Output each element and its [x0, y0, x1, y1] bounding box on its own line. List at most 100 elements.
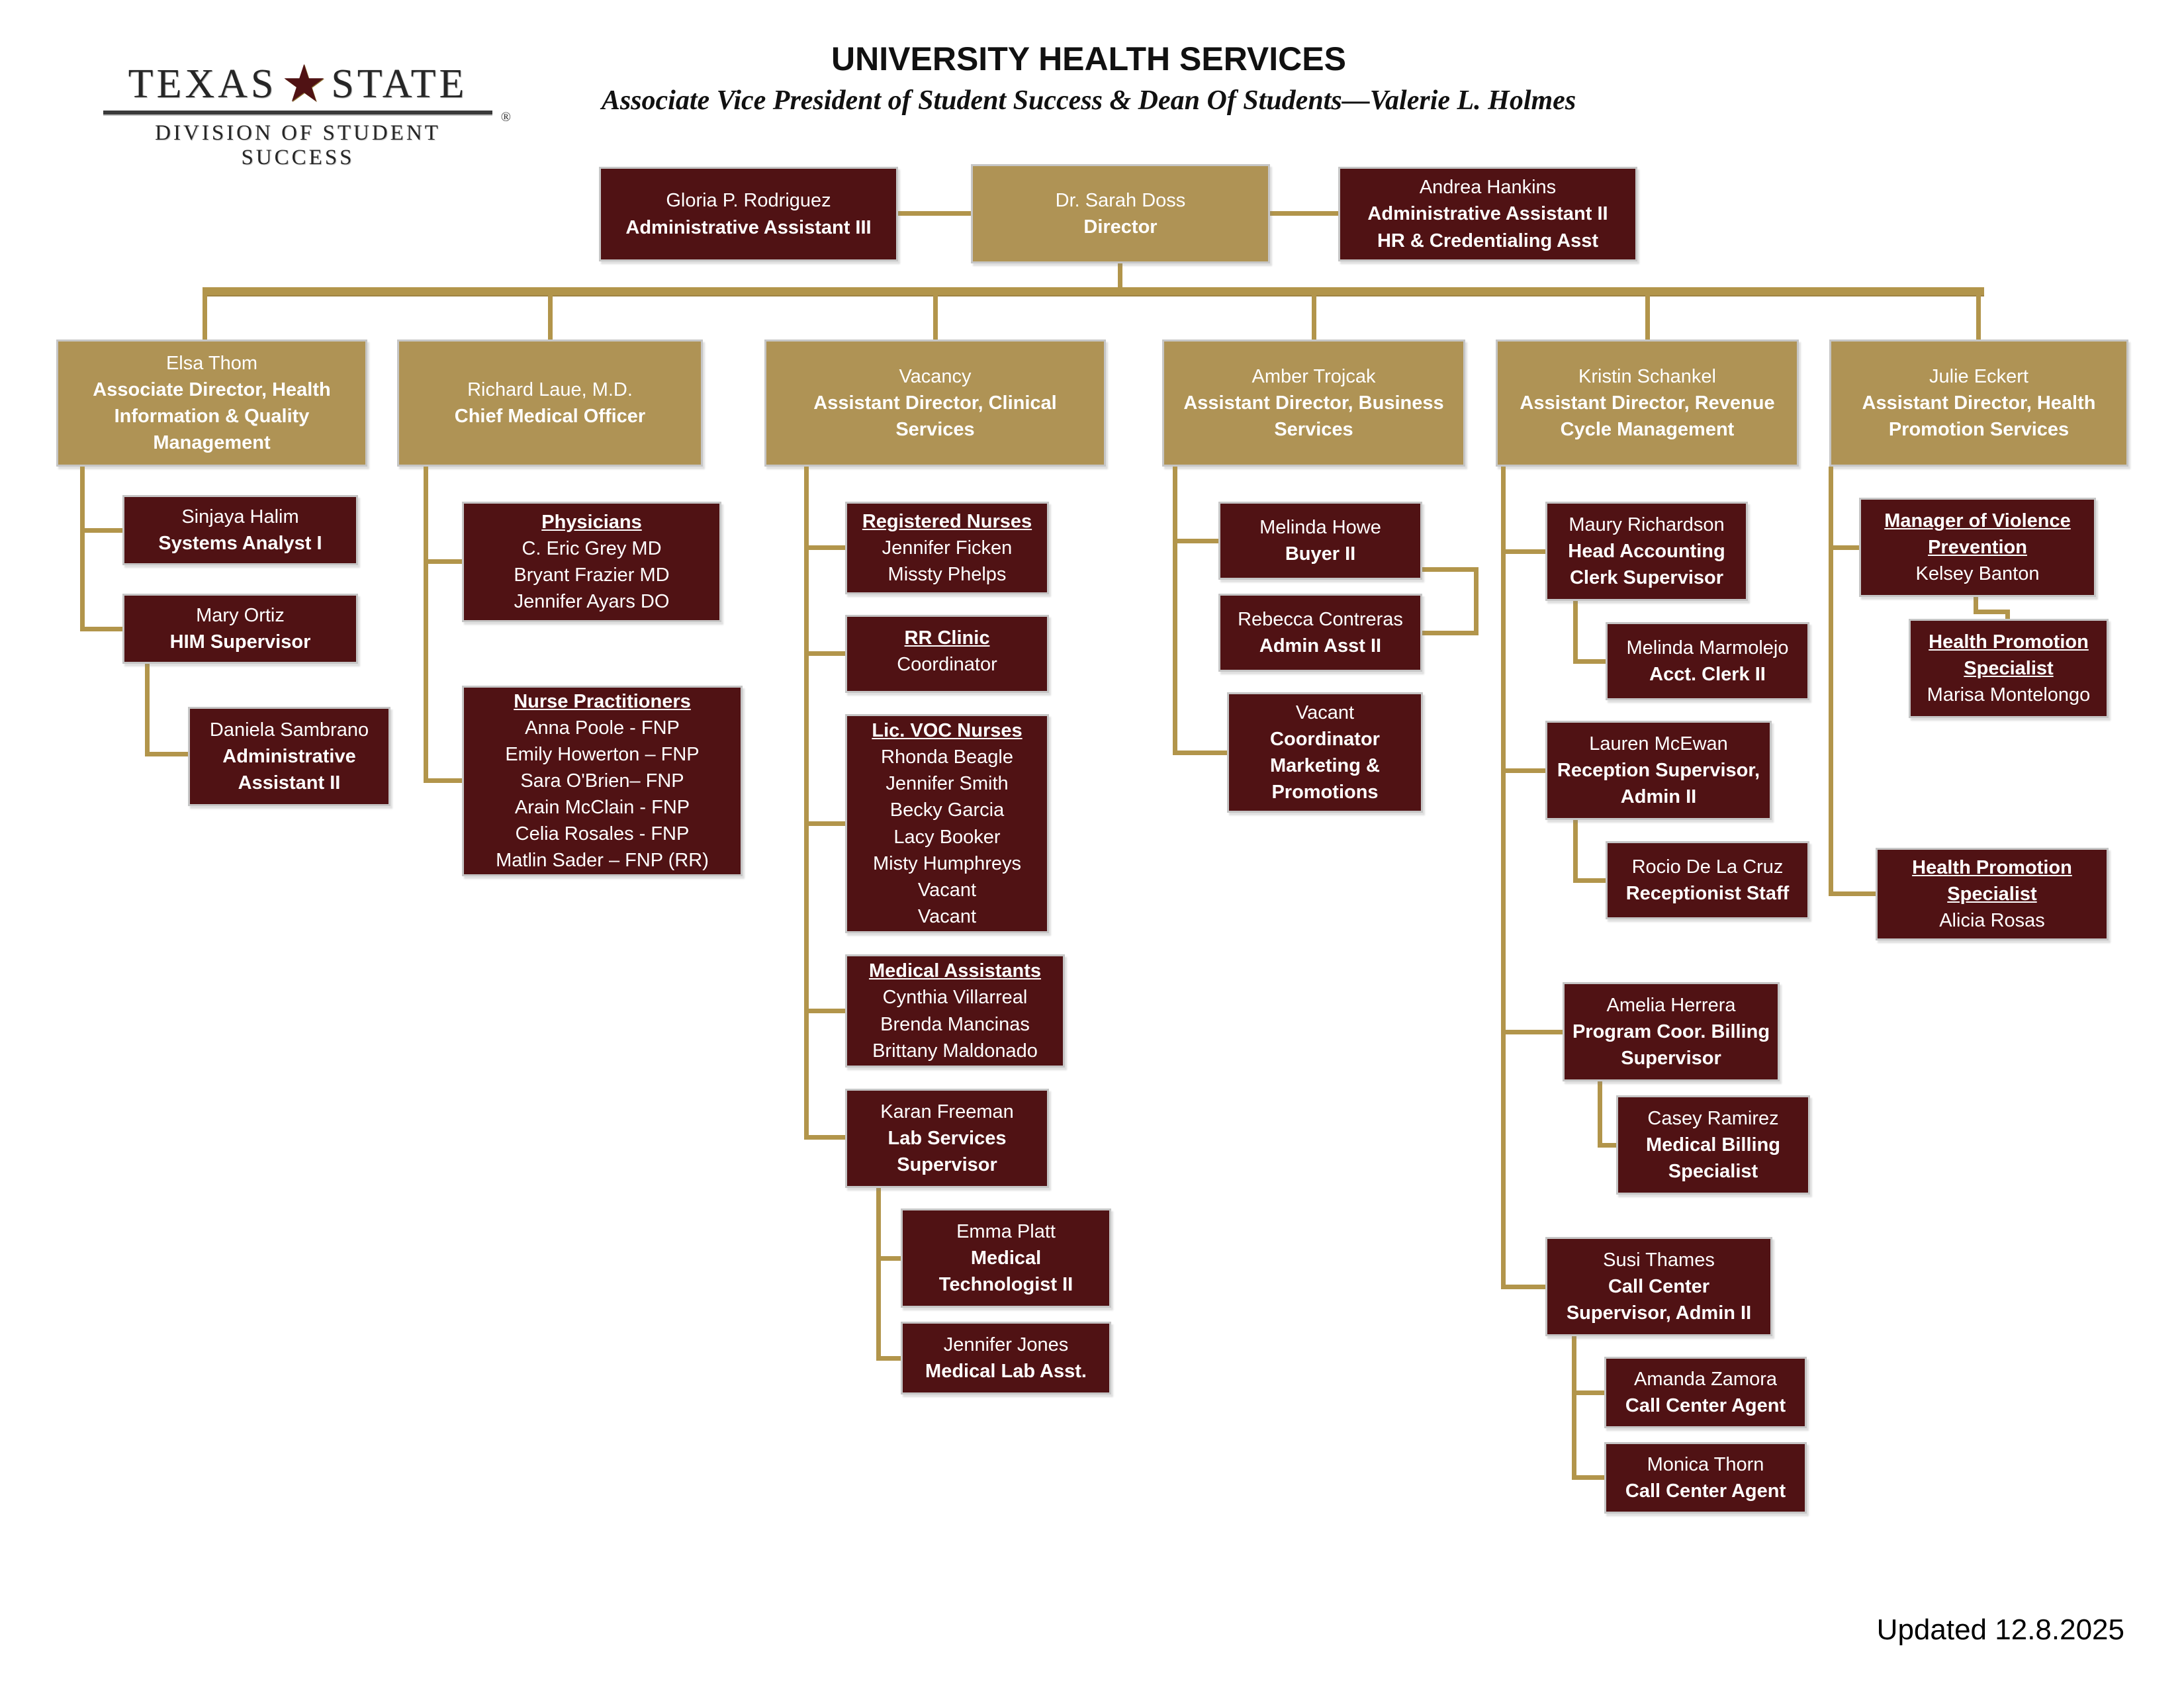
group-member: Sara O'Brien– FNP: [520, 770, 684, 792]
person-title: Medical Billing Specialist: [1645, 1134, 1781, 1182]
connector-line: [1474, 567, 1479, 635]
node-gloria-rodriguez: Gloria P. Rodriguez Administrative Assis…: [599, 167, 898, 261]
node-physicians-group: Physicians C. Eric Grey MD Bryant Frazie…: [462, 502, 721, 622]
connector-line: [876, 1188, 881, 1361]
connector-line: [1974, 610, 2010, 614]
connector-line: [1422, 567, 1479, 572]
person-title: Acct. Clerk II: [1649, 664, 1766, 685]
person-title: Assistant Director, Revenue Cycle Manage…: [1520, 392, 1775, 440]
node-lauren-mcewan: Lauren McEwan Reception Supervisor, Admi…: [1545, 721, 1772, 820]
person-name: Jennifer Jones: [943, 1334, 1069, 1355]
person-name: Casey Ramirez: [1647, 1107, 1779, 1129]
node-richard-laue: Richard Laue, M.D. Chief Medical Officer: [397, 340, 703, 467]
registered-trademark-icon: ®: [500, 110, 511, 124]
connector-line: [804, 821, 845, 826]
connector-line: [933, 295, 938, 340]
connector-line: [804, 651, 845, 656]
node-susi-thames: Susi Thames Call Center Supervisor, Admi…: [1545, 1237, 1772, 1336]
person-title: Reception Supervisor, Admin II: [1557, 759, 1760, 807]
node-director-sarah-doss: Dr. Sarah Doss Director: [971, 164, 1270, 263]
connector-line: [1501, 1285, 1545, 1289]
node-rocio-de-la-cruz: Rocio De La Cruz Receptionist Staff: [1606, 841, 1809, 919]
node-amber-trojcak: Amber Trojcak Assistant Director, Busine…: [1162, 340, 1465, 467]
connector-line: [424, 467, 428, 783]
group-member: Jennifer Smith: [886, 773, 1009, 795]
person-title: Lab Services Supervisor: [887, 1127, 1007, 1175]
person-name: Mary Ortiz: [196, 604, 285, 626]
connector-line: [1312, 295, 1316, 340]
person-name: Monica Thorn: [1647, 1453, 1764, 1475]
node-medical-assistants-group: Medical Assistants Cynthia Villarreal Br…: [845, 954, 1065, 1068]
person-title: Call Center Supervisor, Admin II: [1566, 1275, 1752, 1324]
node-karan-freeman: Karan Freeman Lab Services Supervisor: [845, 1089, 1049, 1188]
node-marketing-coordinator-vacant: Vacant Coordinator Marketing & Promotion…: [1227, 692, 1423, 813]
connector-line: [424, 778, 462, 783]
connector-line: [1270, 211, 1338, 216]
node-julie-eckert: Julie Eckert Assistant Director, Health …: [1829, 340, 2128, 467]
connector-crossbar: [203, 287, 1984, 296]
group-member: Missty Phelps: [887, 564, 1007, 585]
person-name: Marisa Montelongo: [1927, 684, 2091, 706]
connector-line: [1573, 601, 1578, 664]
connector-line: [804, 545, 845, 550]
group-member: Vacant: [917, 879, 977, 901]
person-title: Program Coor. Billing Supervisor: [1572, 1021, 1770, 1069]
connector-line: [1598, 1143, 1616, 1148]
person-name: Vacant: [1295, 702, 1355, 723]
group-header: Lic. VOC Nurses: [872, 720, 1023, 742]
person-title: Administrative Assistant II: [222, 745, 356, 794]
node-sinjaya-halim: Sinjaya Halim Systems Analyst I: [122, 495, 358, 565]
person-name: Richard Laue, M.D.: [467, 379, 633, 400]
connector-line: [203, 295, 207, 340]
connector-line: [804, 1009, 845, 1013]
node-mary-ortiz: Mary Ortiz HIM Supervisor: [122, 594, 358, 664]
connector-line: [1976, 295, 1981, 340]
node-melinda-howe: Melinda Howe Buyer II: [1218, 502, 1422, 580]
connector-line: [876, 1256, 901, 1261]
person-title: Director: [1083, 216, 1158, 238]
person-title2: HR & Credentialing Asst: [1377, 230, 1599, 251]
person-name: Gloria P. Rodriguez: [666, 190, 831, 212]
group-member: Arain McClain - FNP: [514, 797, 690, 819]
connector-line: [1118, 263, 1122, 289]
node-daniela-sambrano: Daniela Sambrano Administrative Assistan…: [188, 707, 390, 806]
connector-line: [876, 1356, 901, 1361]
person-title: Administrative Assistant II: [1367, 203, 1608, 225]
page-title: UNIVERSITY HEALTH SERVICES: [831, 40, 1346, 77]
connector-line: [1422, 631, 1479, 635]
person-title: Receptionist Staff: [1625, 883, 1790, 904]
person-title: Assistant Director, Business Services: [1183, 392, 1444, 440]
group-header: Physicians: [541, 511, 642, 533]
person-title: Medical Lab Asst.: [925, 1361, 1087, 1382]
node-amanda-zamora: Amanda Zamora Call Center Agent: [1604, 1357, 1807, 1428]
group-header: Nurse Practitioners: [514, 690, 691, 712]
connector-line: [1573, 659, 1606, 664]
group-header: Medical Assistants: [868, 960, 1042, 982]
person-title: Call Center Agent: [1625, 1395, 1786, 1416]
connector-line: [1501, 549, 1545, 554]
group-member: Jennifer Ayars DO: [514, 591, 670, 613]
node-marisa-montelongo: Health Promotion Specialist Marisa Monte…: [1909, 619, 2109, 718]
person-title: HIM Supervisor: [169, 631, 311, 653]
group-member: Vacant: [917, 905, 977, 927]
node-licensed-vocational-nurses-group: Lic. VOC Nurses Rhonda Beagle Jennifer S…: [845, 714, 1049, 933]
person-title: Coordinator Marketing & Promotions: [1270, 728, 1380, 803]
node-clinical-services-vacancy: Vacancy Assistant Director, Clinical Ser…: [764, 340, 1106, 467]
person-name: Andrea Hankins: [1419, 177, 1557, 199]
group-member: Becky Garcia: [889, 799, 1005, 821]
logo-rule: [103, 111, 492, 114]
connector-line: [1598, 1081, 1602, 1148]
logo-word-texas: TEXAS: [128, 62, 277, 107]
group-member: Brittany Maldonado: [872, 1040, 1038, 1062]
node-nurse-practitioners-group: Nurse Practitioners Anna Poole - FNP Emi…: [462, 686, 743, 876]
connector-line: [145, 664, 150, 756]
connector-line: [898, 211, 971, 216]
person-title: Buyer II: [1285, 543, 1356, 565]
node-alicia-rosas: Health Promotion Specialist Alicia Rosas: [1876, 848, 2109, 940]
node-emma-platt: Emma Platt Medical Technologist II: [901, 1208, 1111, 1308]
person-name: Daniela Sambrano: [209, 719, 369, 741]
person-title: Admin Asst II: [1259, 635, 1382, 657]
node-amelia-herrera: Amelia Herrera Program Coor. Billing Sup…: [1563, 982, 1780, 1081]
logo-wordmark: TEXAS ★ STATE: [99, 58, 496, 110]
